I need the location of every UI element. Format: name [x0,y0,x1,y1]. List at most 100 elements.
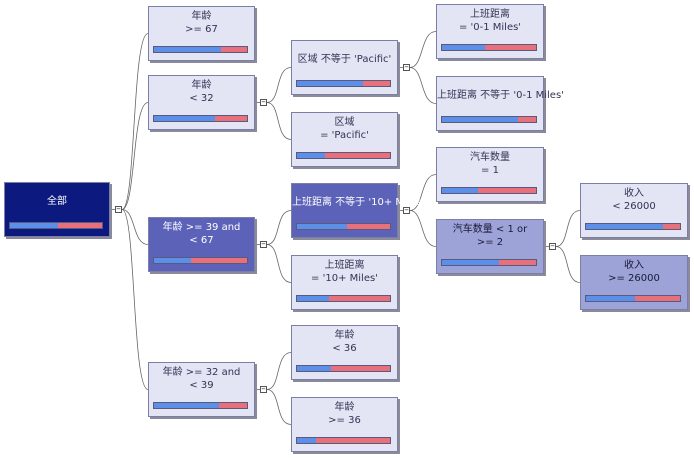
bar-segment-red [328,296,390,301]
node-label: 上班距离 [324,260,365,271]
connector-root-n4 [121,209,149,390]
connector-root-n3 [121,209,149,245]
bar-segment-blue [154,258,192,263]
bar-segment-red [57,223,102,228]
bar-segment-blue [297,366,332,371]
node-condition: = '10+ Miles' [311,273,378,284]
node-condition: < 67 [189,235,214,246]
distribution-bar [296,437,391,444]
connector-root-n2 [121,102,149,210]
collapse-toggle-icon[interactable]: − [260,98,267,106]
tree-node-n3a[interactable]: 上班距离 不等于 '10+ Miles' [291,183,424,238]
connector-n3a-n3a2 [409,210,437,247]
bar-segment-blue [297,81,364,86]
tree-node-root[interactable]: 全部 [4,182,110,237]
node-label: 年龄 [334,402,355,413]
distribution-bar [153,257,248,264]
distribution-bar [153,402,248,409]
distribution-bar [153,115,248,122]
node-label: 全部 [47,196,67,207]
tree-node-n3a1[interactable]: 汽车数量 = 1 [436,147,544,202]
node-condition: >= 26000 [608,273,660,284]
node-condition: >= 2 [476,237,504,248]
distribution-bar [585,295,681,302]
node-label: 年龄 [191,80,212,91]
bar-segment-blue [297,153,325,158]
bar-segment-red [634,296,680,301]
connector-n3a-n3a1 [409,174,437,211]
collapse-toggle-icon[interactable]: − [260,240,267,248]
distribution-bar [9,222,103,229]
node-label: 上班距离 [470,9,510,20]
tree-node-n3a2[interactable]: 汽车数量 < 1 or >= 2 [436,219,544,274]
node-condition: = 1 [481,165,499,176]
bar-segment-red [331,366,390,371]
node-label: 汽车数量 < 1 or [452,224,528,235]
bar-segment-red [363,81,390,86]
tree-node-n3a2b[interactable]: 收入>= 26000 [580,255,688,310]
bar-segment-blue [442,117,519,122]
connector-root-n1 [121,33,149,210]
node-label: 收入 [624,188,644,199]
bar-segment-red [324,153,390,158]
collapse-toggle-icon[interactable]: − [549,242,556,250]
distribution-bar [585,223,681,230]
distribution-bar [296,223,391,230]
node-label: 年龄 >= 39 and [162,222,241,233]
tree-node-n3b[interactable]: 上班距离 = '10+ Miles' [291,255,398,310]
bar-segment-blue [297,296,329,301]
tree-node-n2b[interactable]: 区域= 'Pacific' [291,112,398,167]
distribution-bar [441,116,537,123]
bar-segment-blue [442,260,500,265]
node-label: 区域 不等于 'Pacific' [297,54,392,65]
tree-node-n4a[interactable]: 年龄 < 36 [291,325,398,380]
node-label: 年龄 [334,330,355,341]
connector-n3a2-n3a2a [555,210,581,247]
node-label: 区域 [334,117,355,128]
distribution-bar [296,80,391,87]
bar-segment-red [347,224,390,229]
collapse-toggle-icon[interactable]: − [403,63,410,71]
bar-segment-blue [154,47,221,52]
distribution-bar [153,46,248,53]
bar-segment-blue [154,116,216,121]
tree-node-n1[interactable]: 年龄 >= 67 [148,6,255,61]
tree-node-n3a2a[interactable]: 收入 < 26000 [580,183,688,238]
distribution-bar [296,295,391,302]
tree-node-n4b[interactable]: 年龄>= 36 [291,397,398,452]
node-condition: < 32 [189,93,214,104]
connector-n2a-n2a2 [409,67,437,104]
connector-n4-n4a [266,352,292,390]
node-label: 年龄 [191,11,212,22]
collapse-toggle-icon[interactable]: − [115,205,122,213]
tree-node-n4[interactable]: 年龄 >= 32 and< 39 [148,362,255,417]
connector-n2a-n2a1 [409,31,437,68]
tree-node-n2a1[interactable]: 上班距离= '0-1 Miles' [436,4,544,59]
tree-node-n2[interactable]: 年龄 < 32 [148,75,255,130]
distribution-bar [296,365,391,372]
connector-n2-n2a [266,67,292,103]
tree-node-n3[interactable]: 年龄 >= 39 and < 67 [148,217,255,272]
tree-node-n2a[interactable]: 区域 不等于 'Pacific' [291,40,398,95]
distribution-bar [441,187,537,194]
node-condition: < 36 [332,343,357,354]
bar-segment-blue [10,223,58,228]
bar-segment-blue [154,403,220,408]
bar-segment-red [477,188,536,193]
bar-segment-red [518,117,536,122]
bar-segment-red [663,224,680,229]
bar-segment-red [315,438,390,443]
connector-n4-n4b [266,389,292,425]
connector-n2-n2b [266,102,292,140]
bar-segment-blue [586,296,635,301]
node-label: 汽车数量 [470,152,510,163]
bar-segment-red [220,47,247,52]
node-label: 上班距离 不等于 '10+ Miles' [292,197,424,208]
node-condition: >= 67 [185,24,218,35]
tree-node-n2a2[interactable]: 上班距离 不等于 '0-1 Miles' [436,76,564,131]
collapse-toggle-icon[interactable]: − [260,385,267,393]
node-condition: < 26000 [612,201,656,212]
collapse-toggle-icon[interactable]: − [403,206,410,214]
